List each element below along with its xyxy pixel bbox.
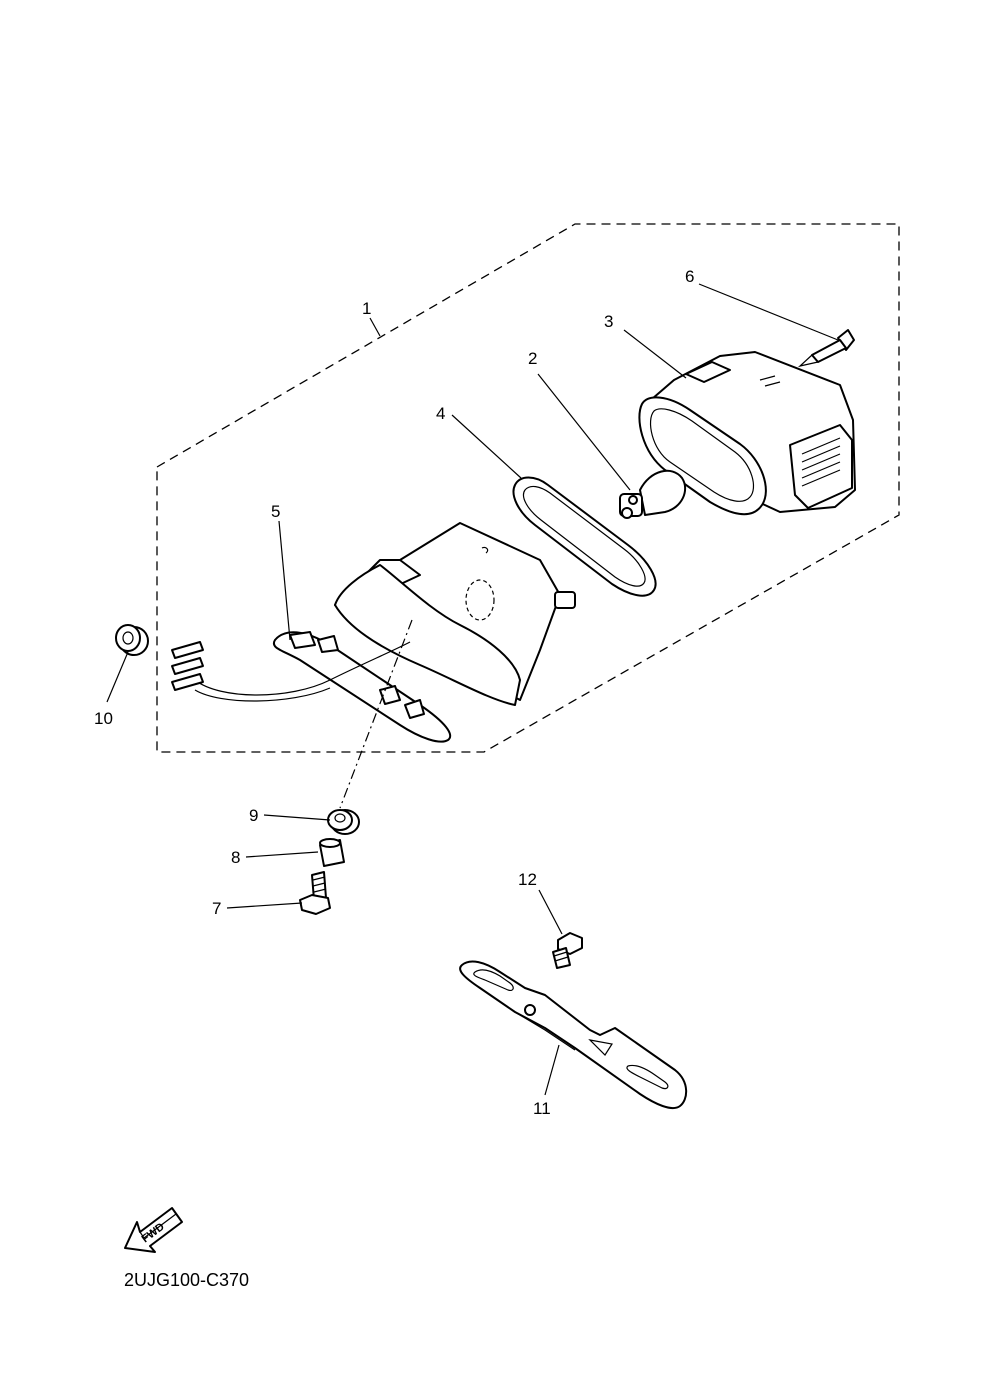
part-4-gasket	[512, 476, 657, 597]
part-10-grommet	[115, 624, 149, 656]
callout-5: 5	[271, 502, 280, 521]
callout-10: 10	[94, 709, 113, 728]
callout-2: 2	[528, 349, 537, 368]
part-6-screw	[797, 329, 855, 368]
part-7-bolt	[299, 871, 331, 915]
part-12-screw	[552, 932, 583, 969]
callout-9: 9	[249, 806, 258, 825]
callout-12: 12	[518, 870, 537, 889]
callout-3: 3	[604, 312, 613, 331]
part-5-base-assembly	[171, 522, 576, 743]
callout-11: 11	[533, 1099, 551, 1118]
diagram-code: 2UJG100-C370	[124, 1270, 250, 1290]
callout-6: 6	[685, 267, 694, 286]
part-3-tail-light-lens	[638, 351, 856, 516]
assembly-axis-line	[339, 619, 413, 809]
assembly-boundary	[156, 223, 900, 753]
callout-7: 7	[212, 899, 221, 918]
part-8-collar	[319, 838, 345, 867]
part-9-grommet	[327, 809, 360, 835]
leader-lines	[106, 283, 839, 1096]
callout-4: 4	[436, 404, 445, 423]
fwd-arrow-icon: FWD	[124, 1207, 183, 1253]
callout-8: 8	[231, 848, 240, 867]
part-2-bulb	[619, 469, 687, 519]
part-11-license-bracket	[459, 960, 688, 1110]
callout-1: 1	[362, 299, 371, 318]
